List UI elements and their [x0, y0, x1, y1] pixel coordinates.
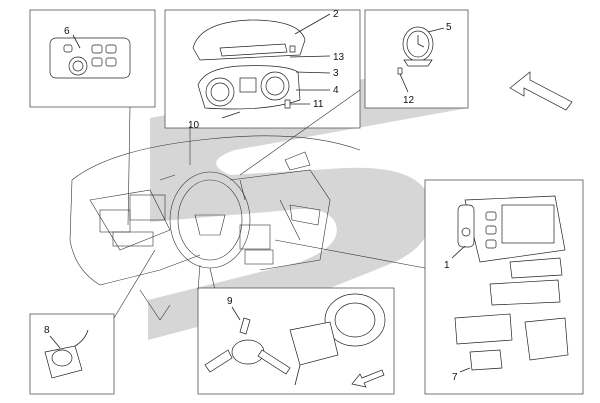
- background-swoosh: [148, 60, 468, 340]
- callout-10: 10: [188, 120, 200, 131]
- callout-7: 7: [452, 372, 458, 383]
- column-switch-part: [204, 317, 291, 375]
- callout-2: 2: [333, 9, 339, 20]
- callout-11: 11: [313, 99, 324, 110]
- callout-13: 13: [333, 52, 345, 63]
- callout-8: 8: [44, 325, 50, 336]
- control-unit-part: [469, 349, 503, 371]
- callout-6: 6: [64, 26, 70, 37]
- steering-column-part: [289, 321, 339, 386]
- instrument-cluster-box: 2 13 3 4 11 10: [164, 9, 361, 131]
- clock-box: 5 12: [364, 9, 469, 109]
- instrument-cluster-part: [197, 65, 301, 110]
- callout-12: 12: [403, 95, 415, 106]
- dashboard-lineart: [69, 135, 361, 321]
- callout-4: 4: [333, 85, 339, 96]
- cluster-hood-part: [192, 19, 306, 61]
- panel-box-6: 6: [29, 9, 156, 108]
- switch-module-part: [457, 204, 475, 248]
- callout-5: 5: [446, 22, 452, 33]
- steering-wheel-part: [324, 293, 386, 347]
- view-arrow-icon: [351, 369, 385, 388]
- center-console-box: 1 7: [424, 179, 584, 395]
- callout-3: 3: [333, 68, 339, 79]
- leader-lines: [113, 89, 426, 319]
- steering-column-box: 9: [197, 287, 395, 395]
- light-switch-part: [44, 329, 89, 379]
- analog-clock-part: [402, 26, 434, 67]
- light-switch-box: 8: [29, 313, 115, 395]
- direction-arrow-icon: [509, 71, 573, 111]
- control-panel-switch-part: [49, 37, 131, 79]
- center-console-frame-part: [454, 195, 569, 361]
- callout-1: 1: [444, 260, 450, 271]
- callout-9: 9: [227, 296, 233, 307]
